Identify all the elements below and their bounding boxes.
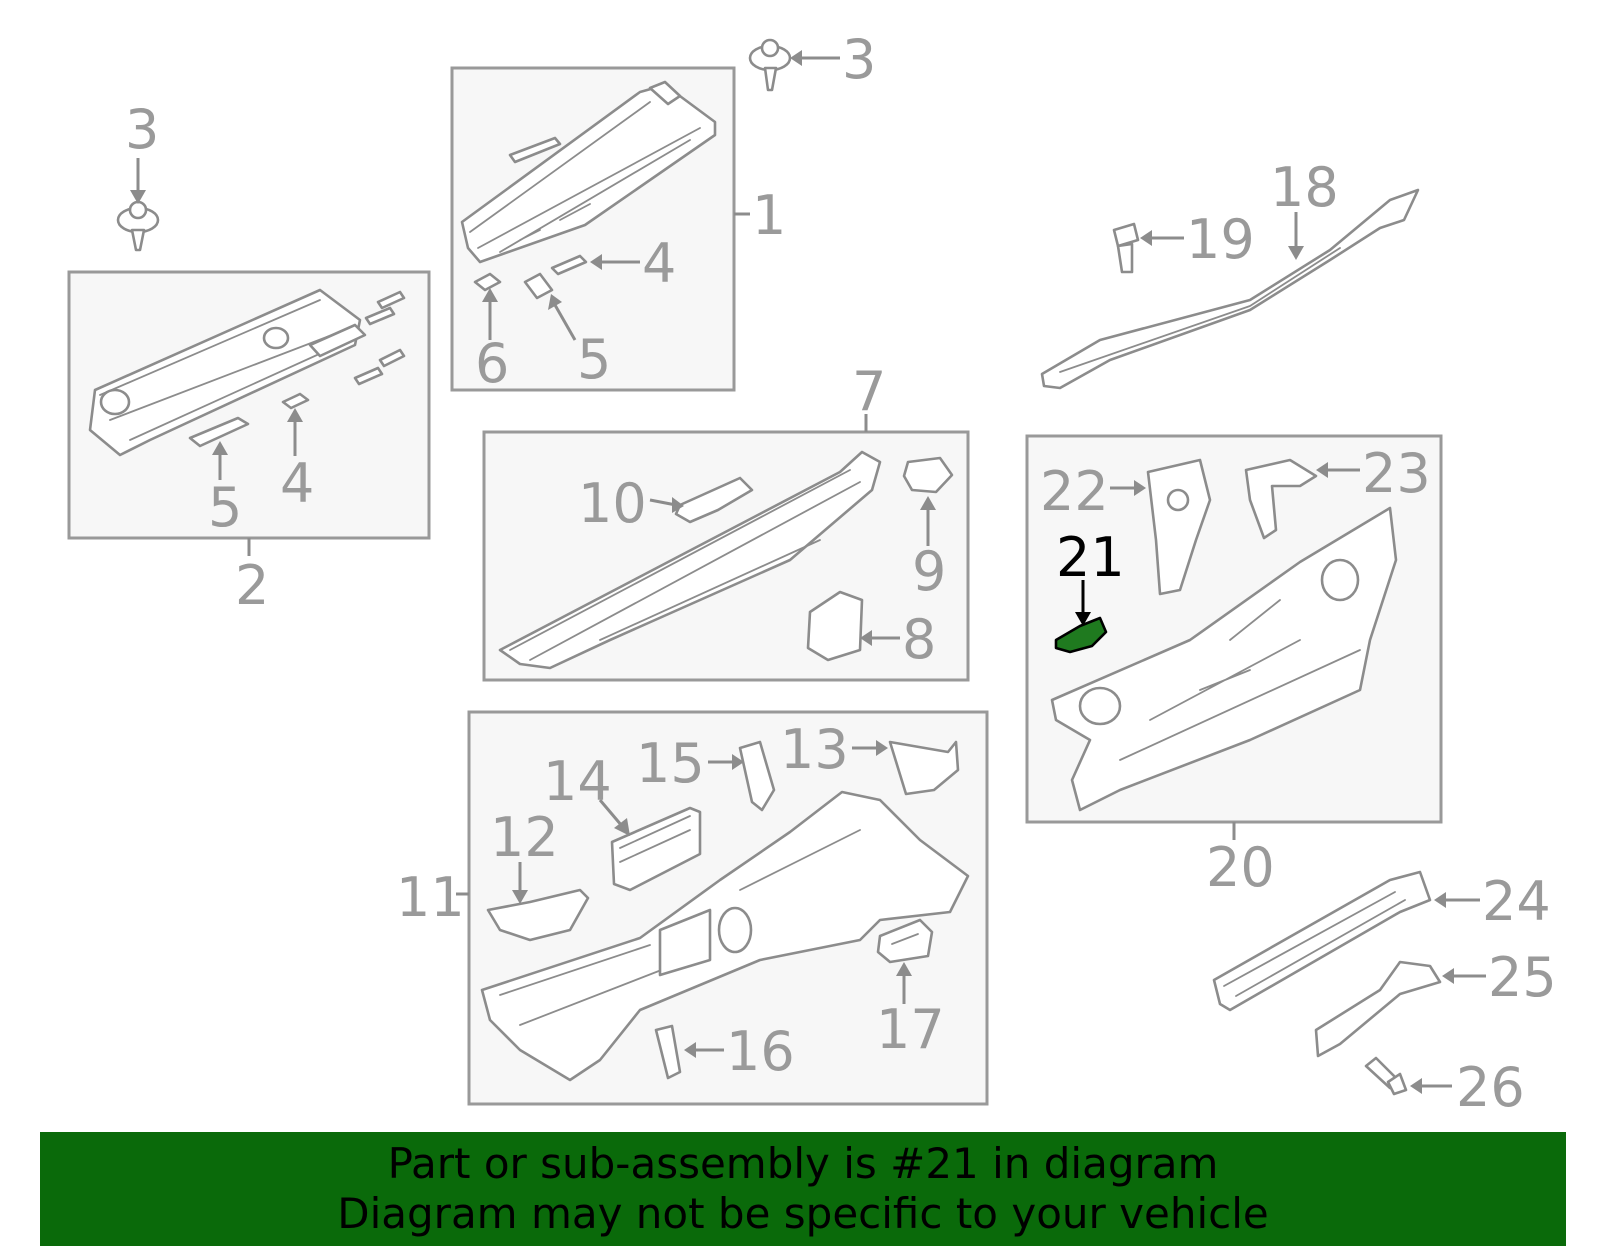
- leader-5-group-1: [548, 294, 577, 341]
- part-20-dash-panel: [1050, 506, 1398, 812]
- callout-12: 12: [490, 806, 559, 869]
- leader-4-group-2: [287, 408, 303, 456]
- callout-11: 11: [396, 866, 465, 929]
- part-3-clip-left: [116, 200, 160, 252]
- callout-21: 21: [1056, 526, 1125, 589]
- callout-20: 20: [1206, 836, 1275, 899]
- part-17-bracket: [876, 918, 934, 964]
- callout-18: 18: [1270, 156, 1339, 219]
- leader-25: [1442, 968, 1486, 984]
- callout-16: 16: [726, 1020, 795, 1083]
- callout-3-top: 3: [842, 28, 876, 91]
- leader-23: [1316, 462, 1360, 478]
- part-26-bolt: [1364, 1056, 1408, 1096]
- part-4-pad-group-2: [281, 392, 310, 410]
- callout-10: 10: [578, 472, 647, 535]
- part-23-seal: [1244, 458, 1318, 540]
- leader-18: [1288, 212, 1304, 260]
- part-4-pad-group-1: [550, 254, 588, 276]
- banner-line-1: Part or sub-assembly is #21 in diagram: [387, 1139, 1219, 1188]
- callout-17: 17: [876, 998, 945, 1061]
- part-6-pad: [473, 272, 502, 292]
- part-25-bracket: [1314, 960, 1442, 1058]
- part-13-bracket: [888, 740, 960, 796]
- callout-9: 9: [912, 540, 946, 603]
- callout-7: 7: [852, 360, 886, 423]
- leader-13: [852, 740, 888, 756]
- callout-25: 25: [1488, 946, 1557, 1009]
- callout-1: 1: [752, 184, 786, 247]
- banner-line-2: Diagram may not be specific to your vehi…: [337, 1189, 1269, 1238]
- callout-3-left: 3: [125, 98, 159, 161]
- part-16-bracket: [654, 1024, 682, 1080]
- callout-8: 8: [902, 608, 936, 671]
- leader-14: [598, 799, 630, 836]
- leader-4-group-1: [590, 254, 640, 270]
- callout-24: 24: [1482, 870, 1551, 933]
- leader-22: [1110, 480, 1146, 496]
- part-11-dash-panel: [480, 790, 970, 1082]
- leader-8: [860, 630, 900, 646]
- callout-4-group-2: 4: [280, 452, 314, 515]
- leader-6: [482, 288, 498, 340]
- part-5-pad-group-1: [523, 272, 554, 300]
- callout-14: 14: [543, 750, 612, 813]
- callout-2: 2: [235, 554, 269, 617]
- part-7-cross-member: [498, 450, 882, 670]
- callout-15: 15: [636, 732, 705, 795]
- part-24-rail: [1212, 870, 1432, 1012]
- leader-26: [1410, 1078, 1452, 1094]
- info-banner: Part or sub-assembly is #21 in diagram D…: [40, 1132, 1566, 1246]
- callout-23: 23: [1362, 442, 1431, 505]
- callout-26: 26: [1456, 1056, 1525, 1119]
- part-1-cowl-top: [460, 80, 717, 264]
- callout-6: 6: [475, 332, 509, 395]
- callout-4-group-1: 4: [642, 232, 676, 295]
- part-14-bracket: [610, 806, 702, 892]
- part-18-reinforcement: [1040, 188, 1420, 390]
- part-2-cowl-panel: [88, 288, 367, 457]
- part-22-reinforcement: [1146, 458, 1212, 596]
- leader-17: [896, 962, 912, 1004]
- leader-5-group-2: [212, 441, 228, 480]
- part-5-seals-group-2: [188, 290, 406, 448]
- callout-22: 22: [1040, 460, 1109, 523]
- callout-19: 19: [1186, 208, 1255, 271]
- leader-15: [708, 754, 744, 770]
- part-3-clip-top: [748, 38, 792, 92]
- part-8-bracket: [806, 590, 864, 662]
- leader-19: [1140, 230, 1184, 246]
- part-12-bracket: [486, 888, 590, 942]
- leader-3-top: [790, 50, 840, 66]
- leader-3-left: [130, 158, 146, 204]
- callout-5-group-1: 5: [577, 328, 611, 391]
- part-19-bolt: [1112, 222, 1140, 274]
- leader-12: [512, 862, 528, 904]
- part-9-bracket: [902, 456, 954, 494]
- part-10-bracket: [674, 476, 754, 524]
- callout-5-group-2: 5: [208, 476, 242, 539]
- leader-10: [649, 497, 684, 513]
- part-15-bracket: [738, 740, 776, 812]
- leader-16: [684, 1042, 724, 1058]
- leader-21: [1075, 580, 1091, 626]
- leader-24: [1434, 892, 1480, 908]
- callout-13: 13: [780, 718, 849, 781]
- leader-9: [920, 496, 936, 546]
